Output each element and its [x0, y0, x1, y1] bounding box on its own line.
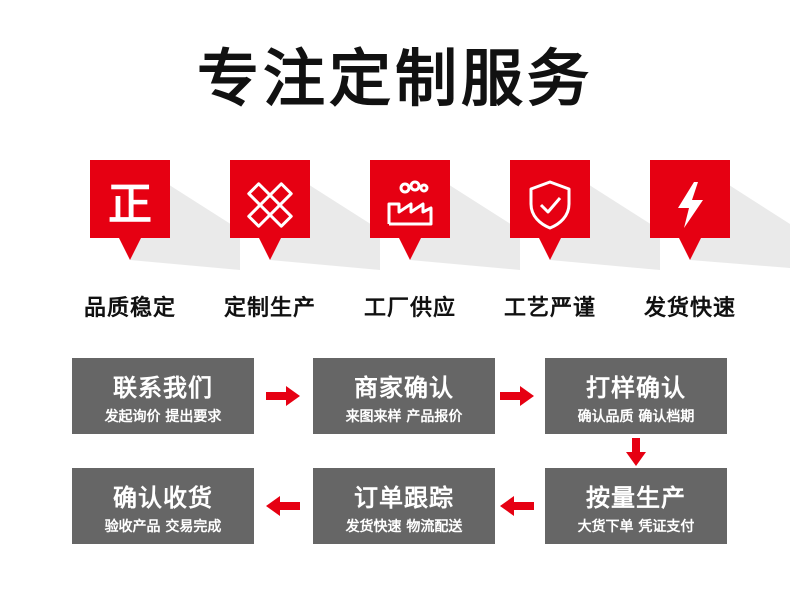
- badge-shape: [230, 160, 380, 270]
- feature-factory: 工厂供应: [364, 160, 520, 330]
- factory-icon: [387, 180, 433, 226]
- arrow-right-icon: [500, 386, 534, 406]
- step-order-tracking: 订单跟踪 发货快速 物流配送: [313, 468, 495, 544]
- step-subtitle: 发货快速 物流配送: [345, 519, 463, 535]
- feature-label: 品质稳定: [83, 296, 176, 321]
- zheng-character-icon: 正: [108, 179, 152, 230]
- step-title: 按量生产: [586, 484, 686, 512]
- step-title: 订单跟踪: [354, 484, 454, 512]
- lightning-bolt-icon: [678, 182, 703, 228]
- feature-shipping: 发货快速: [644, 160, 790, 330]
- step-subtitle: 来图来样 产品报价: [345, 409, 463, 425]
- feature-label: 定制生产: [223, 296, 316, 321]
- step-title: 联系我们: [113, 374, 213, 402]
- feature-label: 工艺严谨: [503, 296, 596, 321]
- step-subtitle: 验收产品 交易完成: [104, 519, 222, 535]
- shield-check-icon: [529, 180, 571, 230]
- step-confirm-receipt: 确认收货 验收产品 交易完成: [72, 468, 254, 544]
- feature-label: 工厂供应: [363, 296, 456, 321]
- page-title: 专注定制服务: [196, 42, 593, 115]
- step-subtitle: 发起询价 提出要求: [104, 409, 222, 425]
- step-subtitle: 大货下单 凭证支付: [577, 519, 695, 535]
- step-sample-confirm: 打样确认 确认品质 确认档期: [545, 358, 727, 434]
- step-merchant-confirm: 商家确认 来图来样 产品报价: [313, 358, 495, 434]
- pencil-ruler-icon: [247, 182, 293, 228]
- arrow-down-icon: [626, 438, 646, 466]
- step-subtitle: 确认品质 确认档期: [577, 409, 695, 425]
- feature-craft: 工艺严谨: [504, 160, 660, 330]
- arrow-left-icon: [500, 496, 534, 516]
- step-title: 打样确认: [586, 374, 686, 402]
- step-title: 确认收货: [113, 484, 213, 512]
- feature-custom: 定制生产: [224, 160, 380, 330]
- step-mass-production: 按量生产 大货下单 凭证支付: [545, 468, 727, 544]
- feature-quality: 正 品质稳定: [84, 160, 240, 330]
- step-contact-us: 联系我们 发起询价 提出要求: [72, 358, 254, 434]
- badge-shape: [90, 160, 240, 270]
- step-title: 商家确认: [354, 374, 454, 402]
- arrow-right-icon: [266, 386, 300, 406]
- arrow-left-icon: [266, 496, 300, 516]
- feature-label: 发货快速: [643, 296, 736, 321]
